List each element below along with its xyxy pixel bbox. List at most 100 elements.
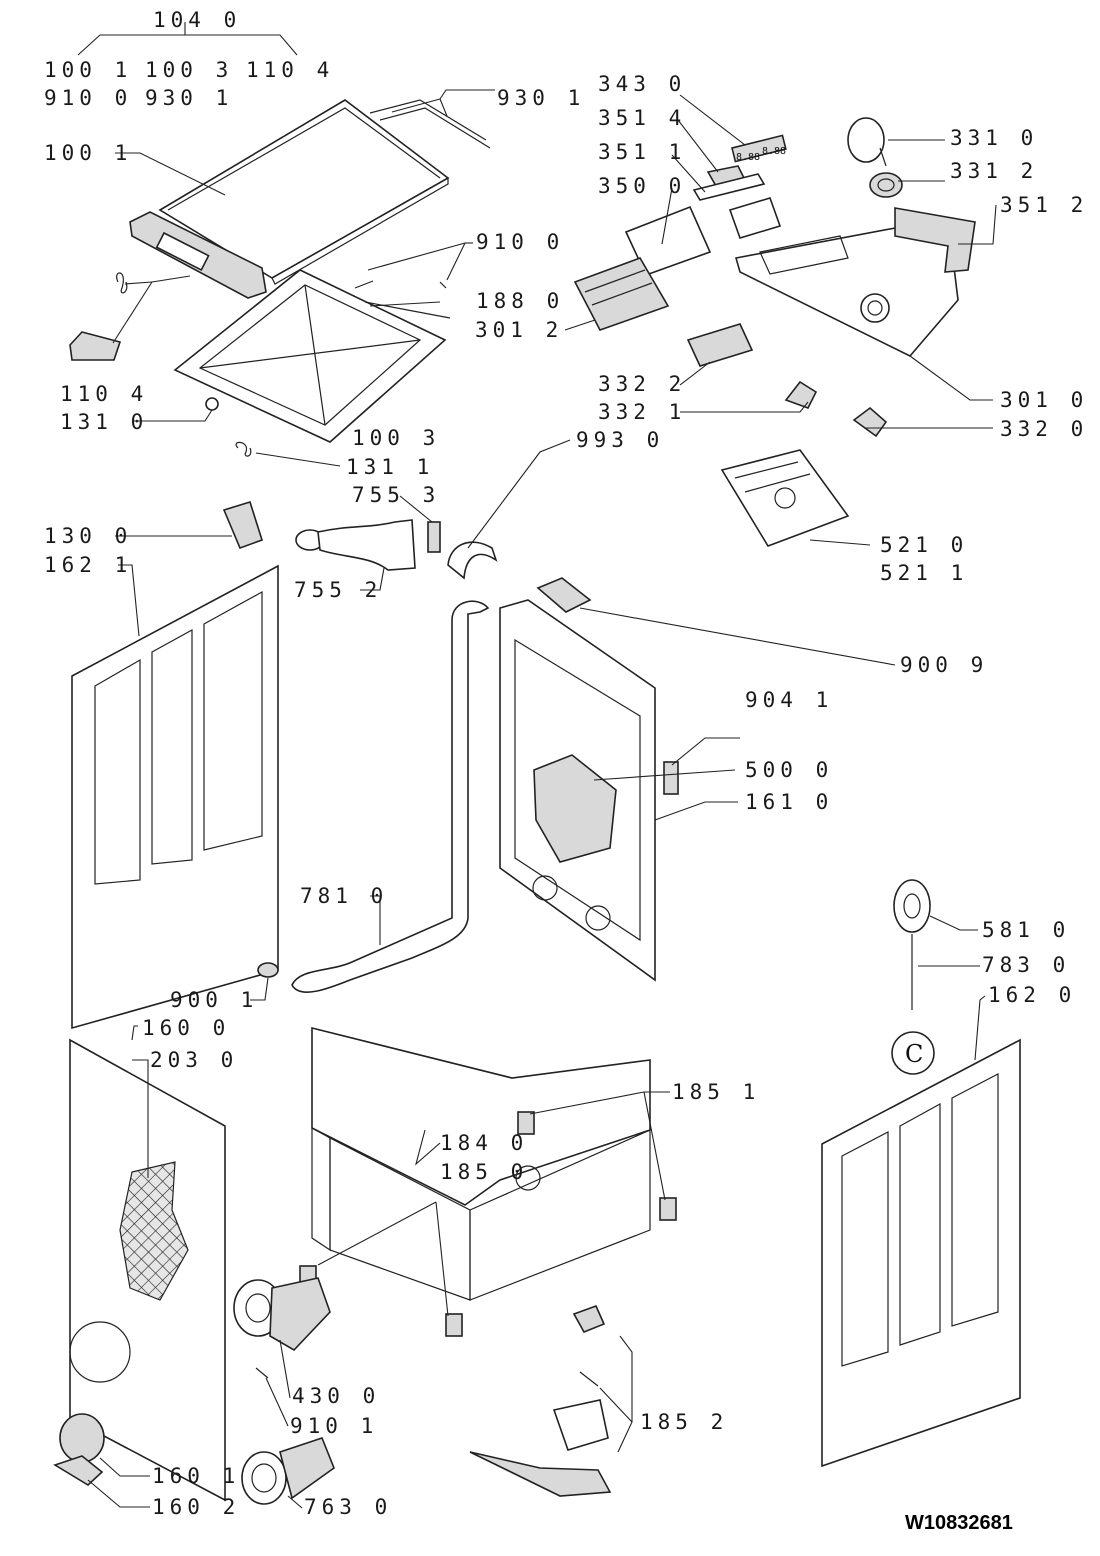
- callout-332-2: 332 2: [598, 372, 687, 396]
- callout-910-0-b: 910 0: [476, 230, 565, 254]
- left-side-panel-part: [71, 564, 279, 1030]
- callout-343-0: 343 0: [598, 72, 687, 96]
- callout-301-2: 301 2: [475, 318, 564, 342]
- callout-100-3-b: 100 3: [352, 426, 441, 450]
- knob-ring-part: [869, 172, 903, 198]
- pressure-switch-part: [222, 501, 263, 550]
- bracket-900-9: [536, 577, 592, 613]
- bracket-104-0: [77, 34, 298, 56]
- callout-900-9: 900 9: [900, 653, 989, 677]
- spring-part: [116, 272, 128, 294]
- foot-screw-part: [572, 1304, 606, 1334]
- clip-circle: [891, 1031, 935, 1075]
- callout-162-0: 162 0: [988, 983, 1077, 1007]
- rod-188-0: [364, 301, 451, 319]
- callout-332-0: 332 0: [1000, 417, 1089, 441]
- display-text-2: 8.88: [762, 146, 786, 157]
- knob-part: [847, 117, 885, 163]
- callout-350-0: 350 0: [598, 174, 687, 198]
- selector-332-2: [686, 323, 754, 367]
- front-panel-part: [69, 1038, 226, 1502]
- callout-781-0: 781 0: [300, 884, 389, 908]
- callout-110-4-a: 110 4: [246, 58, 335, 82]
- control-console-part: [734, 217, 959, 357]
- callout-930-1-a: 930 1: [145, 86, 234, 110]
- callout-755-2: 755 2: [294, 578, 383, 602]
- drain-hose-part: [291, 600, 490, 993]
- callout-100-1-a: 100 1: [44, 58, 133, 82]
- inlet-hose-part: [295, 519, 416, 571]
- callout-351-2: 351 2: [1000, 193, 1089, 217]
- hose-clamp-part: [257, 962, 279, 978]
- foot-cup-part: [552, 1399, 609, 1451]
- dispenser-part: [720, 449, 850, 547]
- door-hinge-part: [53, 1455, 104, 1486]
- foot-185-0b: [445, 1313, 463, 1337]
- drain-pump-part: [233, 1277, 331, 1352]
- screw-910-1: [255, 1367, 269, 1379]
- callout-131-1: 131 1: [346, 455, 435, 479]
- pulley-part: [893, 879, 931, 933]
- callout-331-0: 331 0: [950, 126, 1039, 150]
- callout-910-1: 910 1: [290, 1414, 379, 1438]
- clip-letter: C: [905, 1040, 923, 1068]
- callout-160-2: 160 2: [152, 1495, 241, 1519]
- callout-930-1-b: 930 1: [497, 86, 586, 110]
- panel-bracket-part: [894, 207, 976, 273]
- latch-part: [69, 331, 122, 361]
- callout-900-1: 900 1: [170, 988, 259, 1012]
- callout-755-3: 755 3: [352, 483, 441, 507]
- callout-993-0: 993 0: [576, 428, 665, 452]
- callout-351-4: 351 4: [598, 106, 687, 130]
- foot-pin-part: [579, 1371, 599, 1387]
- callout-160-1: 160 1: [152, 1464, 241, 1488]
- callout-351-1: 351 1: [598, 140, 687, 164]
- callout-185-0: 185 0: [440, 1160, 529, 1184]
- callout-188-0: 188 0: [476, 289, 565, 313]
- callout-100-3-a: 100 3: [145, 58, 234, 82]
- callout-100-1-b: 100 1: [44, 141, 133, 165]
- callout-581-0: 581 0: [982, 918, 1071, 942]
- callout-130-0: 130 0: [44, 524, 133, 548]
- callout-184-0: 184 0: [440, 1131, 529, 1155]
- contact-strip-part: [692, 173, 766, 201]
- top-frame-part: [173, 269, 447, 443]
- callout-161-0: 161 0: [745, 790, 834, 814]
- callout-763-0: 763 0: [304, 1495, 393, 1519]
- display-part: [731, 134, 787, 163]
- callout-160-0: 160 0: [142, 1016, 231, 1040]
- display-text-1: 8.88: [736, 152, 760, 163]
- callout-332-1: 332 1: [598, 400, 687, 424]
- foot-base-part: [469, 1451, 612, 1497]
- connector-904-1: [663, 761, 679, 795]
- elbow-993-0: [447, 541, 498, 580]
- callout-331-2: 331 2: [950, 159, 1039, 183]
- button-pad-part: [728, 197, 782, 239]
- clip-part: [235, 441, 252, 457]
- foot-185-1b: [659, 1197, 677, 1221]
- callout-185-1: 185 1: [672, 1080, 761, 1104]
- hinge-part: [205, 397, 219, 411]
- motor-control-part: [533, 754, 617, 863]
- connector-755-3: [427, 521, 441, 553]
- rod-930-1: [369, 99, 487, 141]
- foot-185-1a: [517, 1111, 535, 1135]
- selector-332-1: [784, 380, 818, 409]
- filter-part: [241, 1437, 335, 1505]
- callout-301-0: 301 0: [1000, 388, 1089, 412]
- handle-trim-part: [129, 211, 267, 299]
- callout-185-2: 185 2: [640, 1410, 729, 1434]
- callout-521-0: 521 0: [880, 533, 969, 557]
- right-side-panel-part: [821, 1038, 1021, 1468]
- callout-521-1: 521 1: [880, 561, 969, 585]
- callout-203-0: 203 0: [150, 1048, 239, 1072]
- filter-door-part: [59, 1413, 105, 1463]
- callout-500-0: 500 0: [745, 758, 834, 782]
- callout-131-0: 131 0: [60, 410, 149, 434]
- callout-104-0: 104 0: [153, 8, 242, 32]
- document-id: W10832681: [905, 1512, 1013, 1534]
- callout-110-4-b: 110 4: [60, 382, 149, 406]
- callout-162-1: 162 1: [44, 553, 133, 577]
